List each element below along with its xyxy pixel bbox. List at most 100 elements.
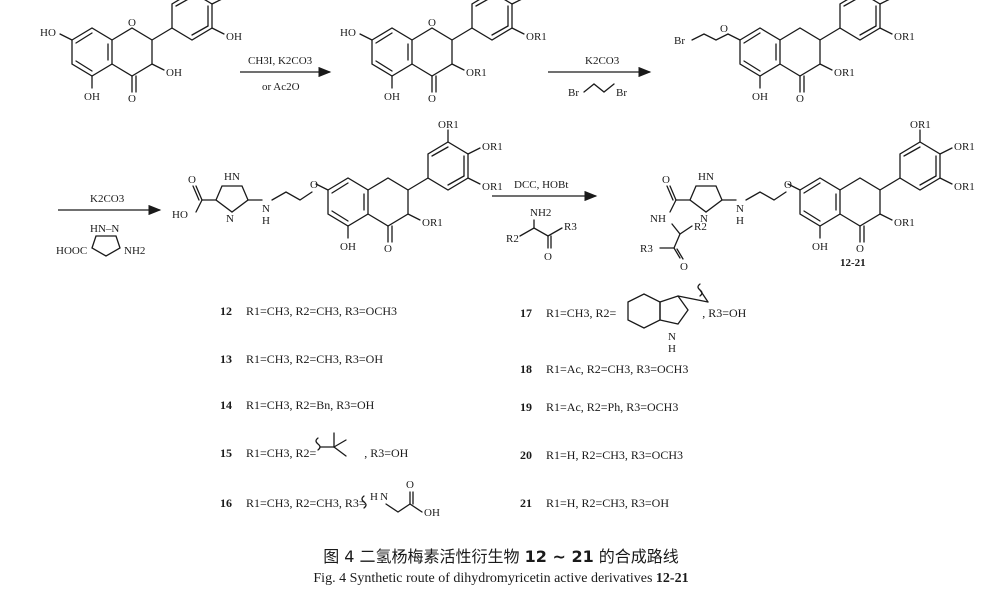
amide-o-label: O [662,174,670,186]
r3-label: R3 [640,243,653,255]
reagent-br-left: Br [568,87,579,99]
reaction-arrow-2: K2CO3 Br Br [548,55,652,99]
compound-18: 18 R1=Ac, R2=CH3, R3=OCH3 [520,362,688,377]
compound-15-r2-structure [315,432,347,457]
hooc-label: HOOC [56,245,87,257]
ether-o-label: O [720,23,728,35]
reagent-ac2o: or Ac2O [262,81,300,93]
br-label: Br [674,35,685,47]
ho-label: HO [340,27,356,39]
reagent-br-right: Br [616,87,627,99]
compound-17: 17 R1=CH3, R2= , R3=OH [520,306,746,321]
product-flavanone: OR1 OR1 OR1 OR1 OH O 12-21 [787,119,975,269]
reaction-arrow-4: DCC, HOBt NH2 R2 R3 O [492,179,598,263]
compound-substituents: R1=CH3, R2=Bn, R3=OH [246,398,375,412]
compound-substituents-b: , R3=OH [702,306,747,320]
oh-label-c5: OH [340,241,356,253]
compound-substituents-a: R1=CH3, R2= [546,306,617,320]
oh-label-c5: OH [812,241,828,253]
reagent-k2co3: K2CO3 [90,193,125,205]
caption-en-prefix: Fig. 4 Synthetic route of dihydromyricet… [313,571,656,586]
oh-label-low: OH [226,31,242,43]
or1-label-mid: OR1 [526,0,547,3]
compound-substituents: R1=CH3, R2=CH3, R3= [246,496,366,510]
compound-number: 16 [220,496,232,510]
indole-n-label: N [668,331,676,343]
triazole-n-label: N [700,213,708,225]
product-structure: HN N O NH R2 O R3 N H O [640,171,792,273]
compound-number: 17 [520,306,532,320]
intermediate-2-structure: Br O OR1 OR1 OR1 OR1 OH O [674,0,915,105]
ketone-o-label: O [428,93,436,105]
amine-h-label: H [736,215,744,227]
amine-n-label: N [736,203,744,215]
compound-number: 15 [220,446,232,460]
reaction-arrow-1: CH3I, K2CO3 or Ac2O [240,55,332,93]
amide-nh-label: NH [650,213,666,225]
dihydromyricetin-structure: HO OH OH OH OH OH O O [40,0,242,105]
ho-label: HO [40,27,56,39]
nh2-label: NH2 [124,245,145,257]
intermediate-3-structure: HN O HO N N H O [172,171,318,227]
or1-label-c3: OR1 [422,217,443,229]
ring-o-label: O [128,17,136,29]
figure-caption-english: Fig. 4 Synthetic route of dihydromyricet… [0,571,1002,587]
amine-n-label: N [262,203,270,215]
or1-label-c3: OR1 [834,67,855,79]
compound-number: 18 [520,362,532,376]
or1-label-mid: OR1 [954,141,975,153]
ester-o-label: O [680,261,688,273]
or1-label-low: OR1 [954,181,975,193]
caption-cn-suffix: 的合成路线 [593,547,679,566]
ketone-o-label: O [384,243,392,255]
compound-substituents: R1=Ac, R2=CH3, R3=OCH3 [546,362,689,376]
or1-label-top: OR1 [438,119,459,131]
glycine-hn-label: H N [370,491,388,503]
ketone-o-label: O [128,93,136,105]
amine-nh2-label: NH2 [530,207,551,219]
compound-substituents: R1=CH3, R2=CH3, R3=OCH3 [246,304,397,318]
ether-o-label: O [310,179,318,191]
oh-label-c5: OH [752,91,768,103]
or1-label-low: OR1 [482,181,503,193]
compound-16-r3-structure: H N O OH [361,479,440,519]
or1-label-low: OR1 [894,31,915,43]
glycine-oh-label: OH [424,507,440,519]
triazole-hn-n-label: HN–N [90,223,119,235]
compound-substituents: R1=H, R2=CH3, R3=OH [546,496,669,510]
triazole-hn-label: HN [698,171,714,183]
oh-label-c5: OH [84,91,100,103]
oh-label-c5: OH [384,91,400,103]
intermediate-3-flavanone: OR1 OR1 OR1 OR1 OH O [315,119,503,255]
compound-16: 16 R1=CH3, R2=CH3, R3= [220,496,366,511]
compound-substituents-a: R1=CH3, R2= [246,446,317,460]
ring-o-label: O [428,17,436,29]
caption-cn-prefix: 图 4 二氢杨梅素活性衍生物 [323,547,525,566]
r3-label: R3 [564,221,577,233]
compound-number: 12 [220,304,232,318]
or1-label-low: OR1 [526,31,547,43]
reagent-ch3i-k2co3: CH3I, K2CO3 [248,55,313,67]
compound-12: 12 R1=CH3, R2=CH3, R3=OCH3 [220,304,397,319]
r2-label: R2 [694,221,707,233]
ketone-o-label: O [796,93,804,105]
intermediate-1-structure: HO OR1 OR1 OR1 OR1 OH O O [340,0,547,105]
figure-caption-chinese: 图 4 二氢杨梅素活性衍生物 12 ~ 21 的合成路线 [0,543,1002,567]
oh-label-c3: OH [166,67,182,79]
reagent-k2co3: K2CO3 [585,55,620,67]
or1-label-c3: OR1 [466,67,487,79]
acid-ho-label: HO [172,209,188,221]
triazole-hn-label: HN [224,171,240,183]
caption-en-compound-range: 12-21 [655,571,689,586]
compound-14: 14 R1=CH3, R2=Bn, R3=OH [220,398,374,413]
compound-number: 14 [220,398,232,412]
or1-label-top: OR1 [910,119,931,131]
glycine-o-label: O [406,479,414,491]
r2-label: R2 [506,233,519,245]
compound-substituents: R1=CH3, R2=CH3, R3=OH [246,352,383,366]
